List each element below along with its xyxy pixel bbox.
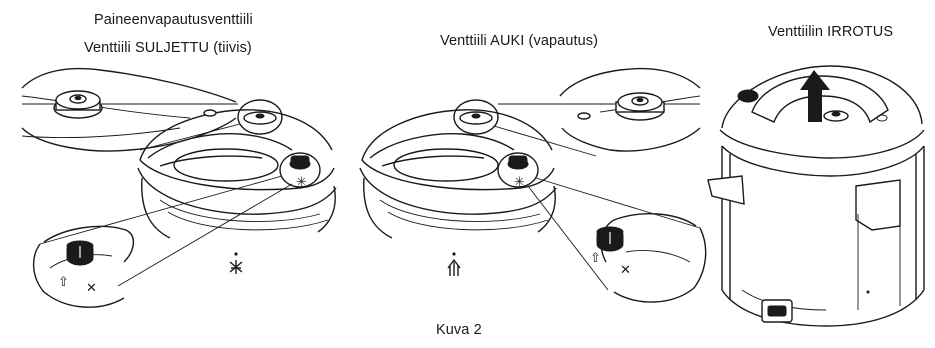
svg-text:⇧: ⇧ bbox=[590, 251, 601, 266]
arrow-up-icon bbox=[800, 70, 830, 122]
closed-knob-marker bbox=[279, 152, 321, 188]
open-knob-zoom: ⇧ ✕ bbox=[590, 213, 707, 303]
open-lid: ✳ bbox=[359, 109, 557, 239]
closed-lid: ✳ bbox=[137, 109, 337, 239]
removal-panel bbox=[707, 65, 925, 327]
svg-text:✳: ✳ bbox=[296, 175, 307, 190]
figure-caption: Kuva 2 bbox=[436, 322, 482, 338]
valve-sealed-icon bbox=[229, 252, 243, 274]
valve-venting-icon bbox=[447, 252, 461, 276]
closed-valve-title: Paineenvapautusventtiili bbox=[94, 12, 253, 28]
open-top-valve-marker bbox=[453, 99, 499, 135]
closed-panel: ✳ ⇧ bbox=[21, 67, 337, 308]
svg-text:✕: ✕ bbox=[86, 281, 97, 296]
open-valve-title: Venttiili AUKI (vapautus) bbox=[440, 33, 599, 49]
valve-removal-title: Venttiilin IRROTUS bbox=[768, 24, 894, 40]
svg-text:✕: ✕ bbox=[620, 263, 631, 278]
closed-top-zoom bbox=[21, 67, 237, 152]
closed-top-valve-marker bbox=[237, 99, 283, 135]
open-top-zoom bbox=[559, 67, 701, 152]
open-knob-marker bbox=[497, 152, 539, 188]
open-panel: ✳ ⇧ ✕ bbox=[359, 67, 707, 303]
closed-knob-zoom: ⇧ ✕ bbox=[33, 225, 134, 308]
svg-text:✳: ✳ bbox=[514, 175, 525, 190]
closed-valve-subtitle: Venttiili SULJETTU (tiivis) bbox=[84, 40, 252, 56]
svg-text:⇧: ⇧ bbox=[58, 275, 69, 290]
